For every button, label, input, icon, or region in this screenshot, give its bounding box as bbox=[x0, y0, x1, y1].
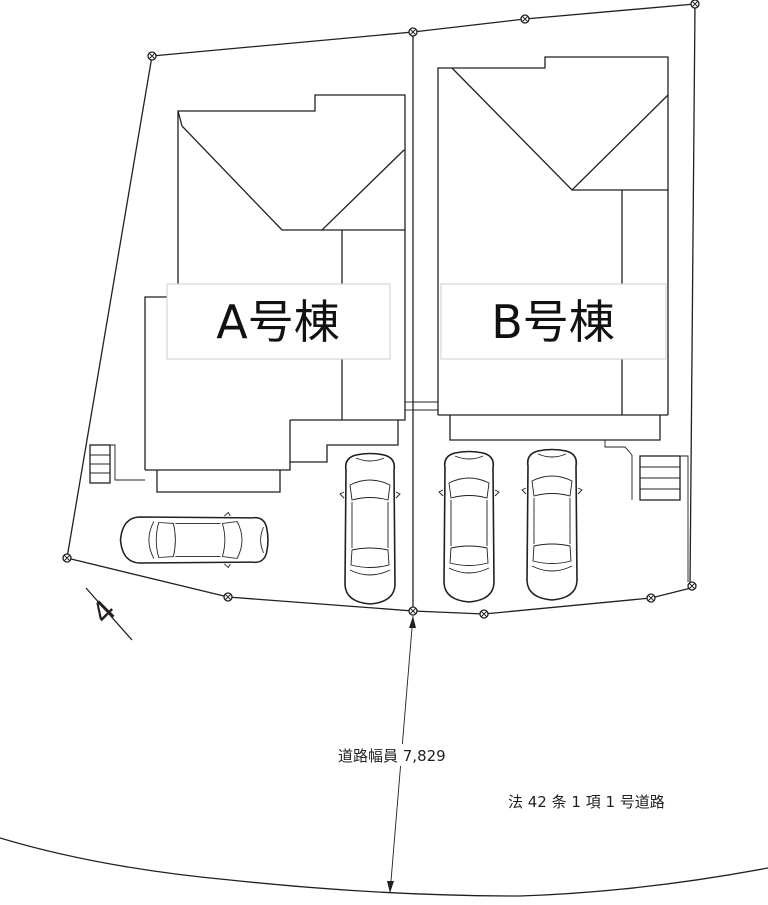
north-arrow-label: 4 bbox=[85, 593, 123, 631]
road-width-label: 道路幅員 7,829 bbox=[338, 747, 446, 765]
boundary-marker bbox=[690, 0, 700, 9]
north-arrow-icon: 4 bbox=[85, 587, 133, 641]
boundary-markers bbox=[62, 0, 700, 619]
building-b-label: B号棟 bbox=[491, 295, 615, 349]
car-b-2 bbox=[521, 448, 583, 601]
car-b-1 bbox=[438, 450, 500, 603]
boundary-marker bbox=[408, 606, 418, 616]
building-b: B号棟 bbox=[413, 56, 669, 441]
road-width-dimension: 道路幅員 7,829 bbox=[334, 615, 466, 894]
building-a: A号棟 bbox=[144, 94, 413, 493]
building-a-label-box bbox=[166, 283, 391, 360]
boundary-marker bbox=[62, 553, 72, 563]
road-type-label: 法 42 条 1 項 1 号道路 bbox=[508, 793, 665, 811]
road-edge bbox=[0, 837, 768, 897]
building-b-label-box bbox=[440, 283, 667, 360]
boundary-marker bbox=[520, 14, 530, 24]
car-a-horizontal bbox=[119, 511, 269, 569]
boundary-marker bbox=[646, 593, 656, 603]
stairs-a bbox=[89, 444, 145, 484]
building-a-label: A号棟 bbox=[216, 295, 339, 349]
boundary-marker bbox=[408, 27, 418, 37]
boundary-marker bbox=[687, 581, 697, 591]
boundary-marker bbox=[223, 592, 233, 602]
car-a-vertical bbox=[339, 452, 401, 605]
lot-boundary bbox=[66, 3, 696, 615]
stairs-b bbox=[604, 440, 689, 582]
boundary-marker bbox=[479, 609, 489, 619]
boundary-marker bbox=[147, 51, 157, 61]
